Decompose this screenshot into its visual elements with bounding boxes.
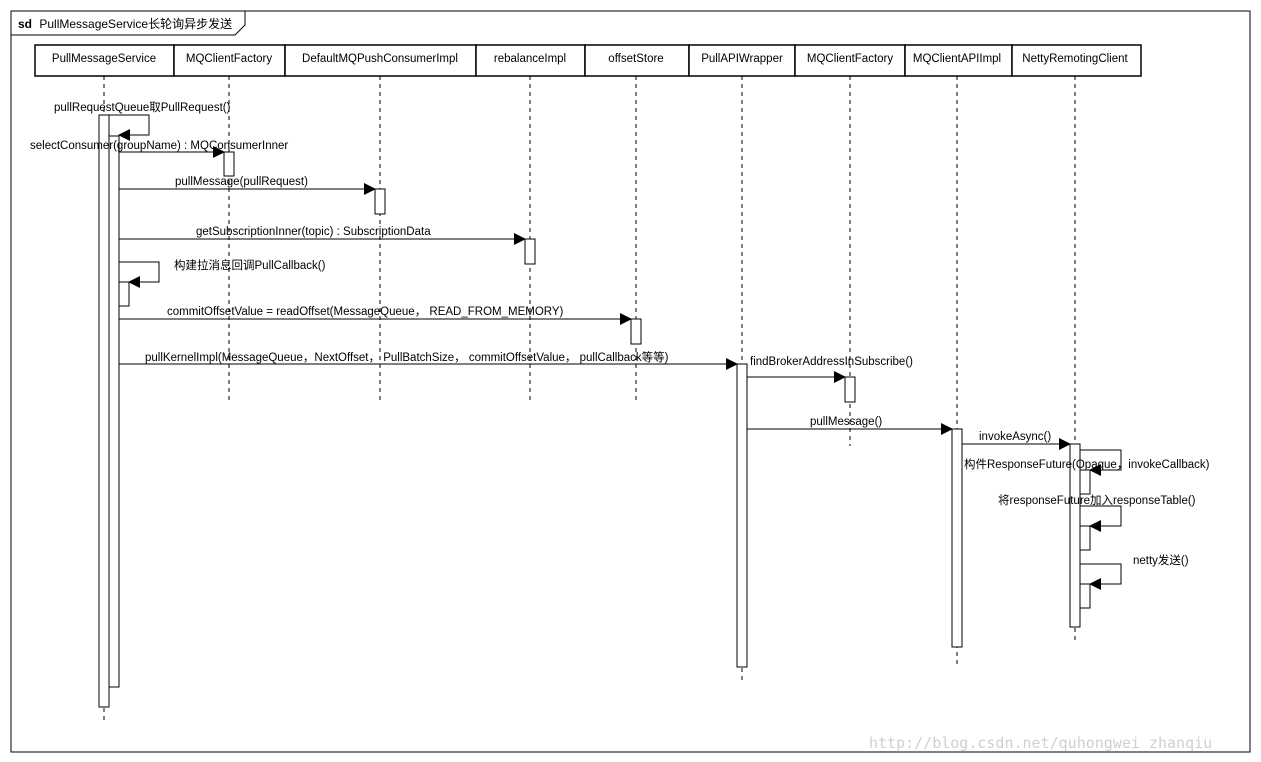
arrow-responsefuture <box>1080 449 1122 476</box>
message-label-pullkernelimpl: pullKernelImpl(MessageQueue，NextOffset， … <box>145 350 669 364</box>
lifeline-header-offsetstore: offsetStore <box>584 44 690 77</box>
frame-title-tab <box>11 11 246 36</box>
activation-rebalanceimpl <box>524 238 536 265</box>
activation-mqclientapiimpl <box>951 428 963 648</box>
activation-mqclientfactory-1 <box>223 151 235 177</box>
message-label-netty-send: netty发送() <box>1133 553 1189 567</box>
lifeline-label: NettyRemotingClient <box>1022 53 1128 65</box>
lifeline-header-pullapiwrapper: PullAPIWrapper <box>688 44 796 77</box>
activation-mqclientfactory-2 <box>844 376 856 403</box>
watermark: http://blog.csdn.net/quhongwei_zhanqiu <box>869 734 1212 752</box>
activation-nettyremotingclient <box>1069 443 1081 628</box>
lifeline-header-nettyremotingclient: NettyRemotingClient <box>1011 44 1142 77</box>
message-label-invokeasync: invokeAsync() <box>979 431 1051 443</box>
message-label-pullrequestqueue: pullRequestQueue取PullRequest() <box>54 101 231 114</box>
message-label-responsetable: 将responseFuture加入responseTable() <box>998 494 1196 507</box>
message-label-findbrokeraddress: findBrokerAddressInSubscribe() <box>750 356 913 368</box>
message-label-getsubscriptioninner: getSubscriptionInner(topic) : Subscripti… <box>196 226 431 238</box>
activation-offsetstore <box>630 318 642 345</box>
lifeline-label: rebalanceImpl <box>494 53 566 65</box>
lifeline-header-pullmessageservice: PullMessageService <box>34 44 175 77</box>
lifeline-label: MQClientFactory <box>807 53 894 65</box>
arrow-pullrequestqueue <box>109 114 150 141</box>
message-arrows <box>109 114 1122 590</box>
lifeline-header-defaultmqpushconsumerimpl: DefaultMQPushConsumerImpl <box>284 44 477 77</box>
lifeline-header-rebalanceimpl: rebalanceImpl <box>475 44 586 77</box>
activation-nettyremotingclient-responsetable <box>1079 525 1091 551</box>
lifeline-label: MQClientFactory <box>186 53 273 65</box>
arrow-netty-send <box>1080 563 1122 590</box>
frame-border <box>10 10 1251 753</box>
lifeline-label: PullMessageService <box>52 53 156 65</box>
lifeline-lines <box>103 76 1076 720</box>
activation-pullmessageservice-callback <box>118 281 130 307</box>
frame-title-text: PullMessageService长轮询异步发送 <box>39 16 232 31</box>
activation-pullapiwrapper <box>736 363 748 668</box>
message-labels: pullRequestQueue取PullRequest() selectCon… <box>30 101 1210 567</box>
lifeline-label: offsetStore <box>608 53 663 65</box>
lifeline-header-mqclientfactory-2: MQClientFactory <box>794 44 906 77</box>
frame-title: sd PullMessageService长轮询异步发送 <box>18 16 232 31</box>
message-label-readoffset: commitOffsetValue = readOffset(MessageQu… <box>167 306 564 318</box>
lifeline-headers: PullMessageService MQClientFactory Defau… <box>34 44 1142 77</box>
arrow-responsetable <box>1080 505 1122 532</box>
message-label-pullcallback: 构建拉消息回调PullCallback() <box>174 258 326 272</box>
lifeline-label: DefaultMQPushConsumerImpl <box>302 53 458 65</box>
message-label-pullmessage-1: pullMessage(pullRequest) <box>175 176 308 188</box>
activation-bars <box>98 114 1091 708</box>
frame-keyword: sd <box>18 17 32 31</box>
message-label-responsefuture: 构件ResponseFuture(Opaque，invokeCallback) <box>964 457 1210 471</box>
lifeline-label: PullAPIWrapper <box>701 53 783 65</box>
lifeline-label: MQClientAPIImpl <box>913 53 1001 65</box>
activation-nettyremotingclient-responsefuture <box>1079 469 1091 495</box>
message-label-selectconsumer: selectConsumer(groupName) : MQConsumerIn… <box>30 140 288 152</box>
activation-pullmessageservice-nested <box>108 135 120 688</box>
message-label-pullmessage-2: pullMessage() <box>810 416 882 428</box>
lifeline-header-mqclientfactory-1: MQClientFactory <box>173 44 286 77</box>
activation-nettyremotingclient-send <box>1079 583 1091 609</box>
activation-defaultmqpushconsumerimpl <box>374 188 386 215</box>
arrow-pullcallback <box>119 261 160 288</box>
lifeline-header-mqclientapiimpl: MQClientAPIImpl <box>904 44 1013 77</box>
activation-pullmessageservice <box>98 114 110 708</box>
